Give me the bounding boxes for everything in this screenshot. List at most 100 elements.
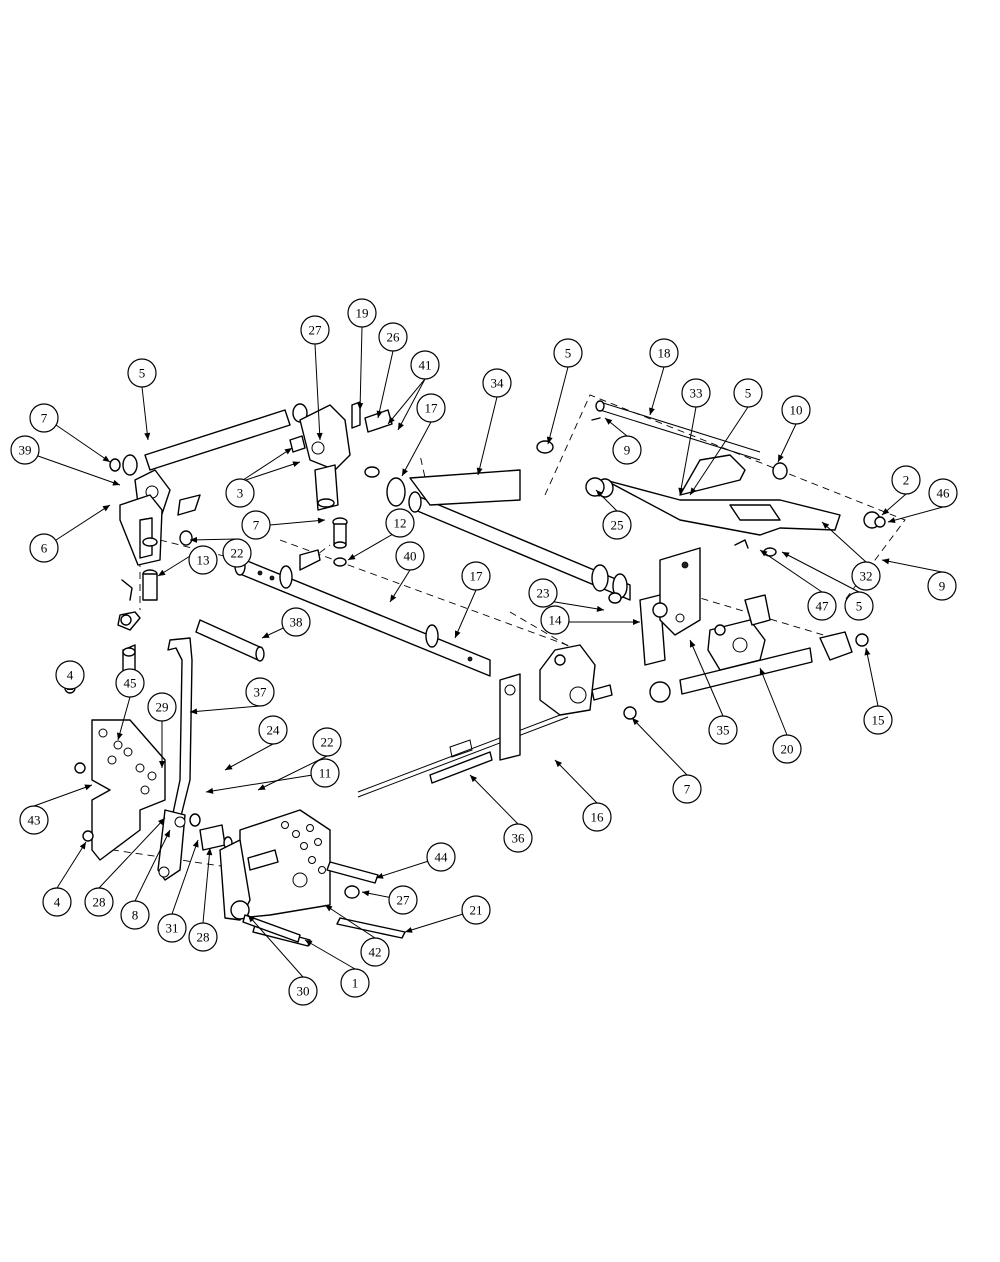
leader-arrowhead <box>190 536 198 543</box>
leader-arrowhead <box>192 840 199 848</box>
leader-line <box>189 538 238 541</box>
right-detent-plate <box>219 809 331 947</box>
callout-42: 42 <box>360 937 390 967</box>
svg-text:11: 11 <box>319 766 332 781</box>
svg-text:5: 5 <box>745 386 752 401</box>
leader-arrowhead <box>864 648 871 656</box>
svg-text:36: 36 <box>512 831 526 846</box>
callout-3: 3 <box>225 478 255 508</box>
svg-text:13: 13 <box>197 553 210 568</box>
center-upper-bracket <box>289 401 393 571</box>
small-tube <box>195 619 265 662</box>
svg-text:2: 2 <box>903 473 910 488</box>
leader-line <box>454 589 477 639</box>
parts-artwork <box>64 394 906 947</box>
leader-line <box>37 455 121 486</box>
callout-28: 28 <box>188 922 218 952</box>
callout-2: 2 <box>891 465 921 495</box>
leader-arrowhead <box>102 505 110 512</box>
callout-5: 5 <box>733 378 763 408</box>
callout-25: 25 <box>602 510 632 540</box>
leader-line <box>387 378 426 425</box>
callout-leaders <box>33 326 944 978</box>
leader-arrowhead <box>292 461 300 468</box>
callout-7: 7 <box>29 403 59 433</box>
callout-45: 45 <box>115 668 145 698</box>
callout-15: 15 <box>863 705 893 735</box>
svg-text:35: 35 <box>717 723 730 738</box>
callout-19: 19 <box>347 298 377 328</box>
lower-pivot-pin <box>242 914 301 943</box>
leader-arrowhead <box>376 872 384 879</box>
leader-line <box>224 743 274 771</box>
callout-30: 30 <box>288 976 318 1006</box>
callout-31: 31 <box>157 913 187 943</box>
leader-line <box>56 841 87 889</box>
svg-text:17: 17 <box>425 401 439 416</box>
leader-arrowhead <box>84 784 92 791</box>
leader-line <box>269 519 326 526</box>
svg-text:9: 9 <box>624 443 631 458</box>
leader-line <box>314 343 321 441</box>
callout-17: 17 <box>416 393 446 423</box>
leader-line <box>689 639 724 717</box>
svg-text:38: 38 <box>290 615 303 630</box>
leader-line <box>401 421 432 477</box>
leader-arrowhead <box>112 479 120 486</box>
callout-11: 11 <box>310 758 340 788</box>
leader-arrowhead <box>206 848 213 856</box>
leader-arrowhead <box>455 630 461 638</box>
svg-text:17: 17 <box>470 569 484 584</box>
leader-line <box>205 772 326 793</box>
svg-text:22: 22 <box>321 735 334 750</box>
leader-arrowhead <box>690 640 696 648</box>
leader-line <box>347 529 401 561</box>
leader-arrowhead <box>362 890 370 897</box>
callout-18: 18 <box>649 338 679 368</box>
svg-text:43: 43 <box>28 813 41 828</box>
leader-line <box>881 559 943 573</box>
leader-arrowhead <box>316 432 323 440</box>
leader-arrowhead <box>159 761 165 768</box>
leader-line <box>865 647 879 707</box>
leader-line <box>777 423 797 463</box>
callout-24: 24 <box>258 715 288 745</box>
svg-text:29: 29 <box>156 700 169 715</box>
callout-36: 36 <box>503 823 533 853</box>
right-spring-assembly <box>623 594 869 720</box>
svg-text:9: 9 <box>939 579 946 594</box>
svg-text:15: 15 <box>872 713 885 728</box>
callout-5: 5 <box>553 338 583 368</box>
main-shaft-tube <box>234 556 491 677</box>
upper-tube-with-plate <box>386 469 631 601</box>
callout-4: 4 <box>42 887 72 917</box>
callout-23: 23 <box>528 578 558 608</box>
svg-text:26: 26 <box>387 330 401 345</box>
svg-text:27: 27 <box>397 893 411 908</box>
leader-line <box>55 504 111 541</box>
callout-43: 43 <box>19 805 49 835</box>
leader-line <box>759 549 823 593</box>
svg-text:20: 20 <box>781 742 794 757</box>
svg-text:5: 5 <box>139 366 146 381</box>
svg-text:27: 27 <box>309 323 323 338</box>
svg-text:39: 39 <box>19 443 32 458</box>
svg-text:7: 7 <box>41 411 48 426</box>
leader-arrowhead <box>759 668 766 676</box>
callout-22: 22 <box>312 727 342 757</box>
leader-arrowhead <box>760 550 768 557</box>
leader-arrowhead <box>225 764 233 770</box>
leader-arrowhead <box>690 487 697 495</box>
leader-arrowhead <box>348 553 356 560</box>
callout-47: 47 <box>807 591 837 621</box>
leader-line <box>554 759 598 804</box>
callout-9: 9 <box>612 435 642 465</box>
svg-text:5: 5 <box>856 599 863 614</box>
svg-text:33: 33 <box>690 386 703 401</box>
svg-text:1: 1 <box>352 976 359 991</box>
leader-line <box>477 396 498 476</box>
callout-17: 17 <box>461 561 491 591</box>
leader-arrowhead <box>405 927 413 933</box>
leader-arrowhead <box>190 708 198 715</box>
